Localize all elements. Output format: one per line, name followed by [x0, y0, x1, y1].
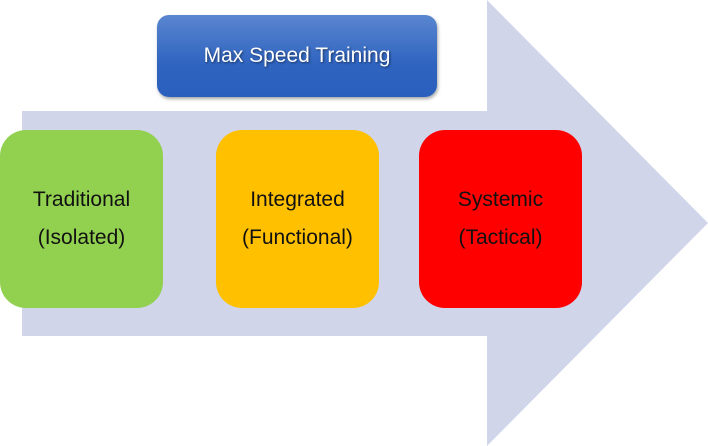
title-box: Max Speed Training [157, 15, 437, 97]
stage-label: Integrated [250, 188, 345, 211]
stage-label: Systemic [457, 188, 544, 211]
title-label: Max Speed Training [203, 44, 391, 67]
stage-systemic: Systemic (Tactical) [419, 130, 582, 308]
stage-integrated: Integrated (Functional) [216, 130, 379, 308]
stage-sublabel: (Isolated) [37, 226, 126, 249]
stage-sublabel: (Functional) [242, 226, 353, 249]
stage-traditional: Traditional (Isolated) [0, 130, 163, 308]
stage-sublabel: (Tactical) [458, 226, 543, 249]
stage-label: Traditional [32, 188, 131, 211]
